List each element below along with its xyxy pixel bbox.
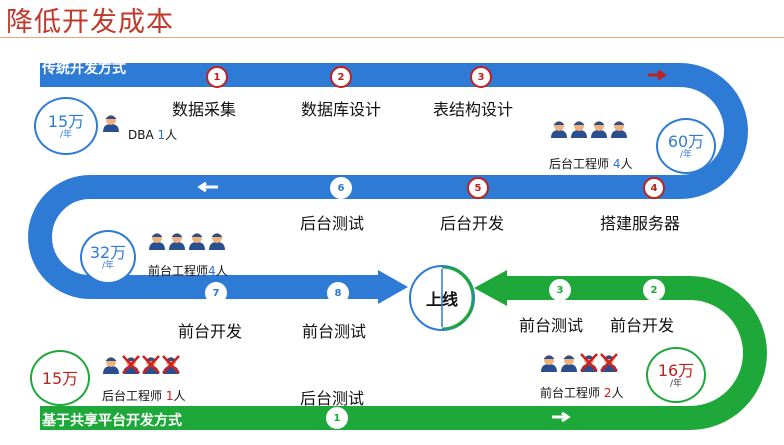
cost-unit: /年 (669, 378, 683, 389)
role-label: DBA 1人 (128, 128, 178, 142)
cost-unit: /年 (101, 260, 115, 271)
person-icon (169, 233, 185, 250)
cost-unit: /年 (679, 149, 693, 160)
cost-amount: 15万 (47, 111, 85, 131)
step-label: 表结构设计 (433, 100, 514, 119)
step-badge: 2 (643, 279, 665, 301)
step-label: 数据采集 (172, 100, 237, 119)
step-label: 前台测试 (519, 316, 584, 335)
people-group (148, 230, 226, 250)
crossed-person-icon (580, 353, 598, 372)
arrow-icon (197, 181, 218, 193)
cost-amount: 16万 (657, 360, 695, 380)
crossed-person-icon (142, 355, 160, 374)
role-label: 前台工程师 2人 (540, 386, 624, 400)
person-icon (103, 357, 119, 374)
launch-node: 上线 (409, 265, 475, 331)
step-badge: 3 (549, 279, 571, 301)
person-icon (541, 355, 557, 372)
step-label: 后台测试 (300, 214, 365, 233)
title-divider (0, 37, 784, 38)
person-icon (149, 233, 165, 250)
role-label: 后台工程师 4人 (549, 157, 633, 171)
person-icon (551, 121, 567, 138)
crossed-person-icon (122, 355, 140, 374)
step-badge: 1 (206, 66, 228, 88)
shared-method-label: 基于共享平台开发方式 (42, 413, 182, 429)
cost-amount: 32万 (89, 242, 127, 262)
cost-amount: 15万 (41, 368, 79, 388)
step-label: 前台开发 (178, 322, 243, 341)
launch-label: 上线 (425, 290, 458, 309)
green-flow-band (40, 276, 767, 430)
step-label: 数据库设计 (301, 100, 382, 119)
people-group (102, 112, 120, 132)
cost-badge: 60万 /年 (656, 118, 716, 174)
cost-badge: 15万 /年 (34, 97, 98, 155)
step-label: 前台测试 (302, 322, 367, 341)
person-icon (591, 121, 607, 138)
people-group (540, 352, 618, 372)
blue-arrow-head (378, 270, 408, 304)
role-label: 后台工程师 1人 (102, 389, 186, 403)
people-group (102, 354, 180, 374)
green-arrow-head (474, 270, 507, 306)
launch-node-ring (441, 267, 473, 329)
cost-badge: 15万 (30, 350, 90, 406)
cost-amount: 60万 (667, 131, 705, 151)
step-badge: 6 (330, 177, 352, 199)
cost-unit: /年 (59, 129, 73, 140)
role-label: 前台工程师4人 (148, 264, 228, 278)
step-label: 前台开发 (610, 316, 675, 335)
person-icon (209, 233, 225, 250)
people-group (550, 118, 628, 138)
crossed-person-icon (600, 353, 618, 372)
step-badge: 2 (330, 66, 352, 88)
cost-badge: 16万 /年 (646, 347, 706, 403)
step-label: 后台测试 (300, 389, 365, 408)
person-icon (611, 121, 627, 138)
traditional-method-label: 传统开发方式 (42, 61, 126, 77)
arrow-icon (552, 411, 571, 423)
step-badge: 4 (643, 177, 665, 199)
step-label: 后台开发 (440, 214, 505, 233)
page-title: 降低开发成本 (6, 7, 174, 38)
crossed-person-icon (162, 355, 180, 374)
step-badge: 1 (326, 407, 348, 429)
step-badge: 3 (470, 66, 492, 88)
step-badge: 5 (467, 177, 489, 199)
person-icon (561, 355, 577, 372)
person-icon (571, 121, 587, 138)
step-label: 搭建服务器 (600, 214, 681, 233)
step-badge: 8 (327, 282, 349, 304)
blue-flow-band (28, 63, 748, 299)
person-icon (103, 115, 119, 132)
arrow-icon (648, 69, 667, 81)
step-badge: 7 (205, 282, 227, 304)
person-icon (189, 233, 205, 250)
cost-badge: 32万 /年 (80, 230, 136, 284)
